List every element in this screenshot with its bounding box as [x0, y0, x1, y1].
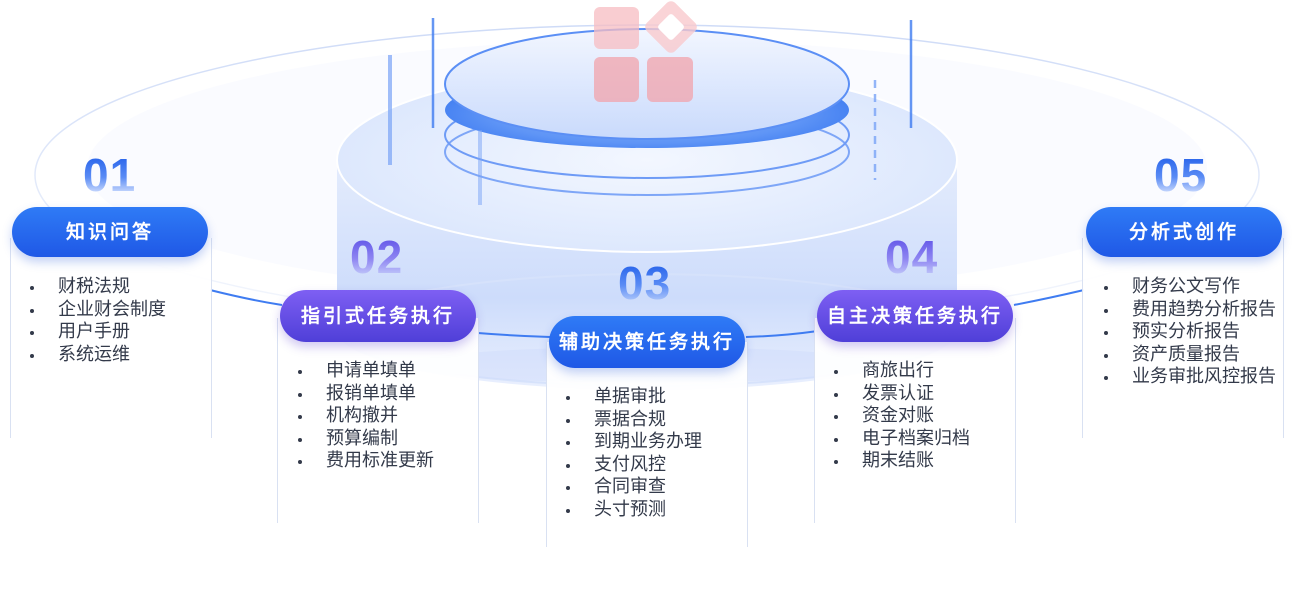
- step-list-guided-task: 申请单填单 报销单填单 机构撤并 预算编制 费用标准更新: [296, 360, 434, 473]
- step-card-analytical-writing: [1082, 238, 1284, 438]
- list-item: 发票认证: [832, 383, 970, 406]
- list-item: 费用趋势分析报告: [1102, 299, 1278, 322]
- list-item: 单据审批: [564, 386, 702, 409]
- step-number-05: 05: [1154, 149, 1208, 201]
- list-item: 财务公文写作: [1102, 276, 1278, 299]
- list-item: 支付风控: [564, 454, 702, 477]
- list-item: 企业财会制度: [28, 299, 166, 322]
- list-item: 资金对账: [832, 405, 970, 428]
- step-title-assisted-decision: 辅助决策任务执行: [549, 316, 745, 368]
- list-item: 资产质量报告: [1102, 344, 1278, 367]
- list-item: 系统运维: [28, 344, 166, 367]
- step-number-03: 03: [618, 257, 672, 309]
- list-item: 电子档案归档: [832, 428, 970, 451]
- step-list-knowledge-qa: 财税法规 企业财会制度 用户手册 系统运维: [28, 276, 166, 366]
- list-item: 业务审批风控报告: [1102, 366, 1278, 389]
- list-item: 用户手册: [28, 321, 166, 344]
- step-title-autonomous-decision: 自主决策任务执行: [817, 290, 1013, 342]
- step-list-autonomous-decision: 商旅出行 发票认证 资金对账 电子档案归档 期末结账: [832, 360, 970, 473]
- step-number-01: 01: [83, 149, 137, 201]
- step-list-assisted-decision: 单据审批 票据合规 到期业务办理 支付风控 合同审查 头寸预测: [564, 386, 702, 521]
- list-item: 商旅出行: [832, 360, 970, 383]
- list-item: 费用标准更新: [296, 450, 434, 473]
- list-item: 报销单填单: [296, 383, 434, 406]
- step-card-guided-task: [277, 318, 479, 523]
- step-card-knowledge-qa: [10, 238, 212, 438]
- step-number-04: 04: [885, 231, 939, 283]
- list-item: 到期业务办理: [564, 431, 702, 454]
- list-item: 预算编制: [296, 428, 434, 451]
- step-number-02: 02: [350, 231, 404, 283]
- list-item: 预实分析报告: [1102, 321, 1278, 344]
- step-card-autonomous-decision: [814, 318, 1016, 523]
- list-item: 期末结账: [832, 450, 970, 473]
- step-card-assisted-decision: [546, 342, 748, 547]
- step-list-analytical-writing: 财务公文写作 费用趋势分析报告 预实分析报告 资产质量报告 业务审批风控报告: [1102, 276, 1278, 389]
- step-title-guided-task: 指引式任务执行: [280, 290, 476, 342]
- step-title-analytical-writing: 分析式创作: [1086, 207, 1282, 257]
- list-item: 财税法规: [28, 276, 166, 299]
- list-item: 机构撤并: [296, 405, 434, 428]
- list-item: 票据合规: [564, 409, 702, 432]
- list-item: 头寸预测: [564, 499, 702, 522]
- list-item: 申请单填单: [296, 360, 434, 383]
- list-item: 合同审查: [564, 476, 702, 499]
- step-title-knowledge-qa: 知识问答: [12, 207, 208, 257]
